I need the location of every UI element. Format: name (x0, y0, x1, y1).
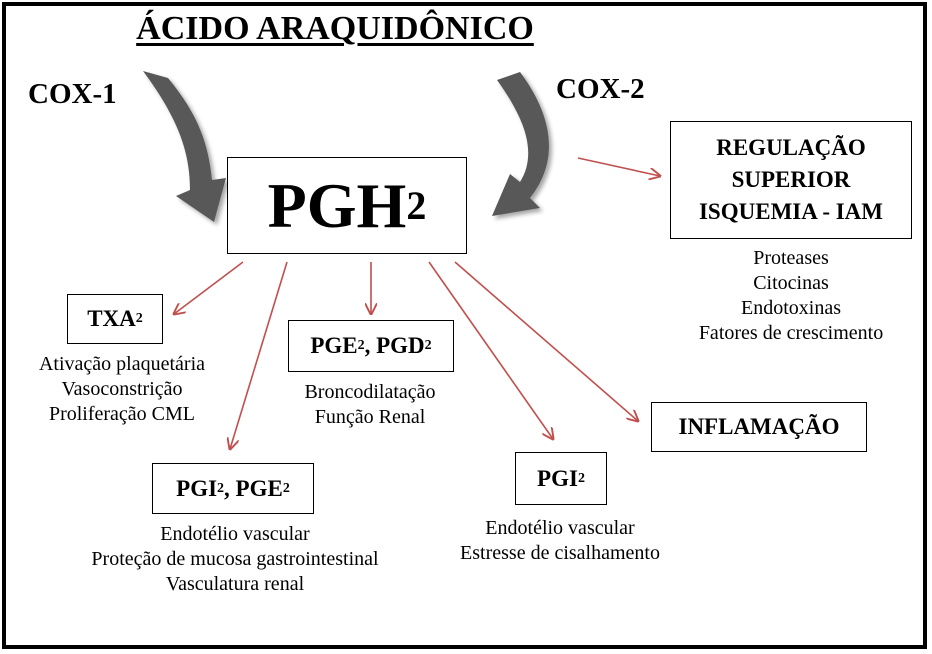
pgd2-subscript: 2 (424, 338, 432, 353)
pgi2-pge2-list: Endotélio vascular Proteção de mucosa ga… (60, 522, 410, 597)
separator: , (364, 333, 377, 358)
cox1-label: COX-1 (28, 78, 117, 110)
cox1-curved-arrow (143, 71, 226, 222)
pge2-label: PGE (235, 475, 283, 501)
inflammation-box: INFLAMAÇÃO (651, 402, 867, 452)
txa2-list: Ativação plaquetária Vasoconstrição Prol… (12, 352, 232, 427)
pgi2-list: Endotélio vascular Estresse de cisalhame… (440, 516, 680, 566)
txa2-label: TXA (87, 306, 136, 331)
pge2-subscript: 2 (357, 338, 365, 353)
pge2-pgd2-item: Broncodilatação (304, 381, 436, 403)
arrow-to-pgi2-pge2 (230, 261, 288, 449)
pgi2-pge2-item: Proteção de mucosa gastrointestinal (91, 548, 379, 570)
pge2-subscript: 2 (282, 480, 290, 496)
regulation-list: Proteases Citocinas Endotoxinas Fatores … (670, 246, 912, 346)
arrow-to-txa2 (174, 261, 244, 314)
regulation-item: Proteases (753, 247, 829, 269)
pgh2-label: PGH (267, 169, 407, 241)
pgh2-subscript: 2 (406, 183, 427, 228)
pge2-pgd2-item: Função Renal (314, 406, 426, 428)
regulation-line: SUPERIOR (731, 167, 851, 192)
pgi2-label: PGI (176, 475, 218, 501)
pgi2-item: Endotélio vascular (485, 517, 635, 539)
diagram-title: ÁCIDO ARAQUIDÔNICO (136, 10, 534, 47)
regulation-line: REGULAÇÃO (716, 135, 866, 160)
regulation-line: ISQUEMIA - IAM (698, 199, 883, 224)
pgi2-label: PGI (537, 465, 578, 491)
inflammation-label: INFLAMAÇÃO (678, 414, 840, 439)
txa2-item: Ativação plaquetária (38, 353, 206, 375)
pge2-label: PGE (310, 333, 358, 358)
regulation-item: Fatores de crescimento (698, 322, 884, 344)
arrow-to-regulation (577, 157, 660, 176)
separator: , (224, 475, 236, 501)
arrow-to-pgi2 (428, 261, 553, 439)
pge2-pgd2-list: Broncodilatação Função Renal (270, 380, 470, 430)
pgi2-subscript: 2 (577, 470, 585, 486)
arrow-to-inflammation (454, 261, 638, 421)
cox2-curved-arrow (492, 72, 549, 216)
red-arrows (174, 157, 660, 449)
txa2-item: Proliferação CML (48, 403, 196, 425)
pgi2-item: Estresse de cisalhamento (460, 542, 660, 564)
pgd2-label: PGD (376, 333, 425, 358)
txa2-item: Vasoconstrição (61, 378, 183, 400)
pgi2-subscript: 2 (217, 480, 225, 496)
pgi2-pge2-item: Endotélio vascular (160, 523, 310, 545)
pgi2-pge2-item: Vasculatura renal (165, 573, 305, 595)
cox2-label: COX-2 (556, 73, 645, 105)
txa2-subscript: 2 (135, 311, 143, 326)
regulation-item: Citocinas (753, 272, 829, 294)
regulation-box: REGULAÇÃO SUPERIOR ISQUEMIA - IAM (670, 121, 912, 239)
regulation-item: Endotoxinas (741, 297, 841, 319)
